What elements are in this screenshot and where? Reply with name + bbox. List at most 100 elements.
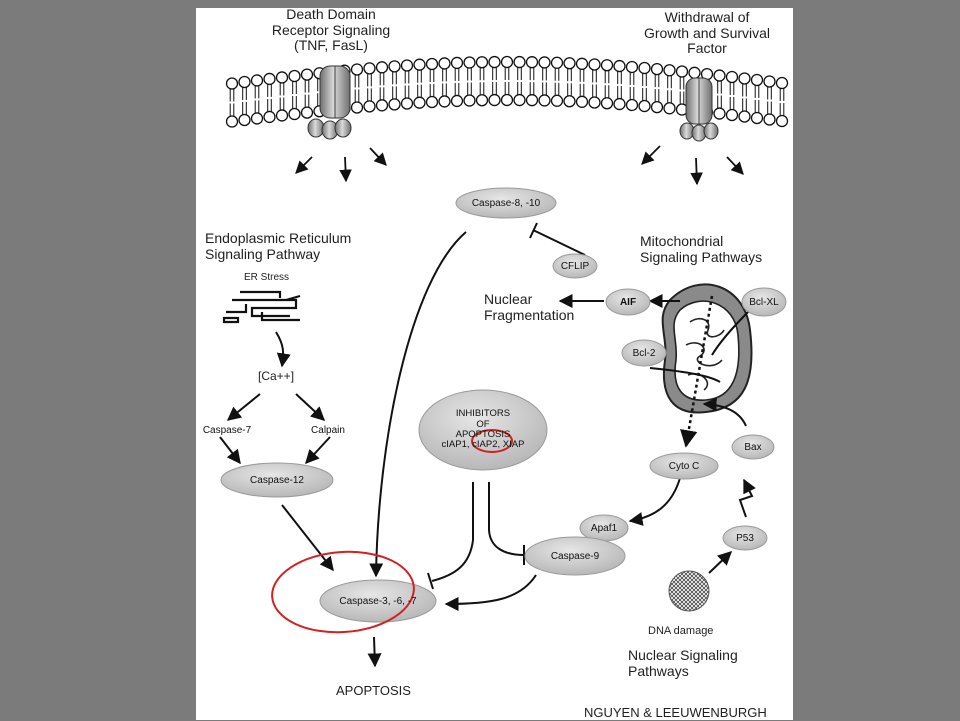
lipid-head [600, 97, 614, 110]
withdrawal-label: Withdrawal of Growth and Survival Factor [643, 9, 771, 57]
lipid-head [588, 96, 601, 109]
lipid-head [538, 94, 551, 107]
lipid-head [525, 94, 539, 107]
lipid-head [625, 60, 639, 74]
lipid-head [663, 64, 676, 77]
dna-damage-icon [668, 570, 710, 612]
lipid-head [225, 115, 239, 128]
apaf1-node: Apaf1 [590, 522, 618, 534]
apoptosis-label: APOPTOSIS [336, 683, 411, 698]
credit-label: NGUYEN & LEEUWENBURGH [584, 705, 767, 720]
bcl-xl-node: Bcl-XL [749, 296, 779, 308]
lipid-head [300, 68, 314, 81]
lipid-head [550, 56, 564, 69]
lipid-head [388, 98, 401, 111]
death-domain-label: Death Domain Receptor Signaling (TNF, Fa… [271, 6, 391, 54]
lipid-head [363, 62, 376, 75]
lipid-head [500, 93, 514, 107]
lipid-head [713, 107, 726, 120]
pathway-connectors [219, 222, 756, 668]
cflip-ellipse [552, 253, 598, 279]
lipid-head [513, 93, 526, 107]
lipid-head [638, 61, 651, 75]
lipid-head [500, 55, 514, 69]
lipid-head [388, 60, 401, 73]
lipid-head [638, 99, 651, 113]
lipid-head [750, 73, 764, 87]
caspase-7-node: Caspase-7 [202, 424, 252, 436]
lipid-head [475, 56, 489, 69]
inhibitors-ellipse [418, 389, 548, 471]
lipid-head [713, 69, 726, 82]
bax-ellipse [731, 434, 775, 460]
er-pathway-label: Endoplasmic Reticulum Signaling Pathway [205, 230, 352, 262]
node-shapes [220, 187, 787, 623]
survival-receptor-icon [679, 77, 719, 142]
bax-node: Bax [744, 441, 762, 453]
lipid-head [400, 97, 414, 110]
death-receptor-icon [307, 65, 352, 140]
lipid-head [738, 110, 751, 123]
lipid-head [425, 57, 439, 71]
p53-node: P53 [736, 532, 754, 544]
lipid-head [288, 107, 301, 121]
lipid-head [263, 110, 276, 124]
lipid-head [488, 55, 501, 69]
lipid-head [450, 56, 464, 70]
caspase-9-node: Caspase-9 [550, 550, 600, 562]
caspase-3-6-7-node: Caspase-3, -6, -7 [339, 595, 417, 607]
lipid-head [525, 56, 539, 69]
lipid-head [288, 69, 301, 83]
aif-ellipse [605, 288, 651, 316]
lipid-head [363, 100, 376, 113]
cyto-c-node: Cyto C [668, 460, 700, 472]
dna-damage-label: DNA damage [648, 625, 714, 637]
lipid-head [413, 96, 426, 109]
lipid-head [350, 101, 364, 114]
p53-ellipse [722, 525, 768, 551]
lipid-head [375, 99, 389, 112]
highlight-annotations [271, 429, 513, 634]
bcl-2-ellipse [621, 339, 667, 367]
lipid-head [263, 72, 276, 86]
lipid-head [613, 97, 626, 111]
lipid-head [550, 94, 564, 107]
inhibitors-node: INHIBITORS OF APOPTOSIS cIAP1, cIAP2, XI… [441, 408, 525, 451]
lipid-head [425, 95, 439, 109]
lipid-head [513, 55, 526, 69]
receptor-arrows [295, 145, 744, 186]
mitochondrion-icon [661, 283, 753, 414]
lipid-head [725, 108, 739, 122]
lipid-head [738, 72, 751, 85]
cell-membrane [225, 55, 789, 128]
calcium-label: [Ca++] [258, 369, 295, 383]
caspase-9-ellipse [524, 536, 626, 576]
lipid-head [650, 62, 664, 76]
lipid-head [250, 112, 264, 125]
caspase-12-ellipse [220, 462, 334, 498]
lipid-head [413, 58, 426, 71]
lipid-head [588, 58, 601, 71]
lipid-head [238, 113, 251, 127]
lipid-head [275, 109, 289, 122]
caspase-8-10-ellipse [455, 187, 557, 219]
lipid-head [625, 98, 639, 112]
lipid-head [750, 111, 764, 125]
lipid-head [250, 74, 264, 87]
lipid-head [438, 95, 451, 108]
bcl-2-node: Bcl-2 [632, 347, 656, 359]
lipid-head [538, 56, 551, 69]
caspase-8-10-node: Caspase-8, -10 [471, 197, 541, 209]
lipid-head [375, 61, 389, 74]
lipid-head [725, 70, 739, 84]
lipid-head [650, 100, 664, 114]
lipid-head [350, 63, 364, 76]
lipid-head [563, 57, 576, 70]
nuclear-fragmentation-label: Nuclear Fragmentation [484, 291, 575, 323]
lipid-head [563, 95, 576, 108]
lipid-head [663, 102, 676, 115]
mito-pathways-label: Mitochondrial Signaling Pathways [640, 233, 763, 265]
bcl-xl-ellipse [741, 287, 787, 317]
lipid-head [688, 66, 701, 79]
